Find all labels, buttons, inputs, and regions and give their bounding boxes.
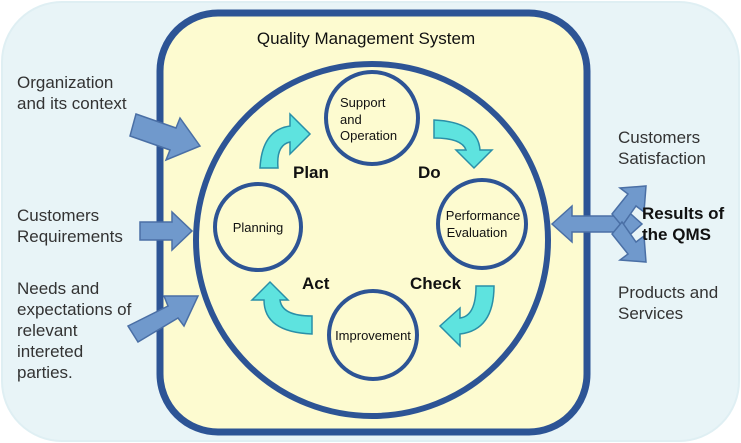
satisfaction-label-2: Satisfaction: [618, 149, 706, 168]
do-arrow-icon: [433, 119, 494, 170]
output-labels: Customers Satisfaction Results of the QM…: [618, 128, 725, 323]
check-arrow-icon: [438, 285, 495, 348]
organization-label-2: and its context: [17, 94, 127, 113]
pdca-act: Act: [302, 274, 330, 293]
pdca-plan: Plan: [293, 163, 329, 182]
planning-label: Planning: [233, 220, 284, 235]
pdca-check: Check: [410, 274, 462, 293]
input-arrows: [126, 113, 202, 344]
results-double-arrow-icon: [550, 204, 644, 244]
support-label-1: Support: [340, 95, 386, 110]
performance-label-1: Performance: [446, 208, 520, 223]
process-support: Support and Operation: [324, 70, 420, 166]
requirements-label-1: Customers: [17, 206, 99, 225]
act-arrow-icon: [250, 280, 313, 335]
improvement-circle: [327, 289, 419, 381]
pdca-do: Do: [418, 163, 441, 182]
products-arrow-icon: [611, 220, 647, 263]
needs-label-5: parties.: [17, 363, 73, 382]
products-label-1: Products and: [618, 283, 718, 302]
results-label-2: the QMS: [642, 225, 711, 244]
output-arrows: [550, 185, 647, 263]
performance-label-2: Evaluation: [447, 225, 508, 240]
needs-label-1: Needs and: [17, 279, 99, 298]
needs-label-3: relevant: [17, 321, 78, 340]
input-labels: Organization and its context Customers R…: [17, 73, 132, 382]
performance-circle: [436, 178, 528, 270]
requirements-label-2: Requirements: [17, 227, 123, 246]
satisfaction-arrow-icon: [611, 185, 647, 228]
process-improvement: Improvement: [327, 289, 419, 381]
planning-circle: [213, 182, 303, 272]
needs-arrow-icon: [126, 295, 200, 344]
qms-title: Quality Management System: [257, 29, 475, 48]
products-label-2: Services: [618, 304, 683, 323]
needs-label-2: expectations of: [17, 300, 132, 319]
support-circle: [324, 70, 420, 166]
process-planning: Planning: [213, 182, 303, 272]
cycle-arrows: [250, 112, 495, 348]
plan-arrow-icon: [259, 112, 312, 169]
needs-label-4: intereted: [17, 342, 83, 361]
improvement-label: Improvement: [335, 328, 411, 343]
satisfaction-label-1: Customers: [618, 128, 700, 147]
process-performance: Performance Evaluation: [436, 178, 528, 270]
support-label-3: Operation: [340, 128, 397, 143]
organization-label-1: Organization: [17, 73, 113, 92]
requirements-arrow-icon: [139, 210, 194, 252]
organization-arrow-icon: [129, 113, 202, 162]
support-label-2: and: [340, 112, 362, 127]
results-label-1: Results of: [642, 204, 725, 223]
